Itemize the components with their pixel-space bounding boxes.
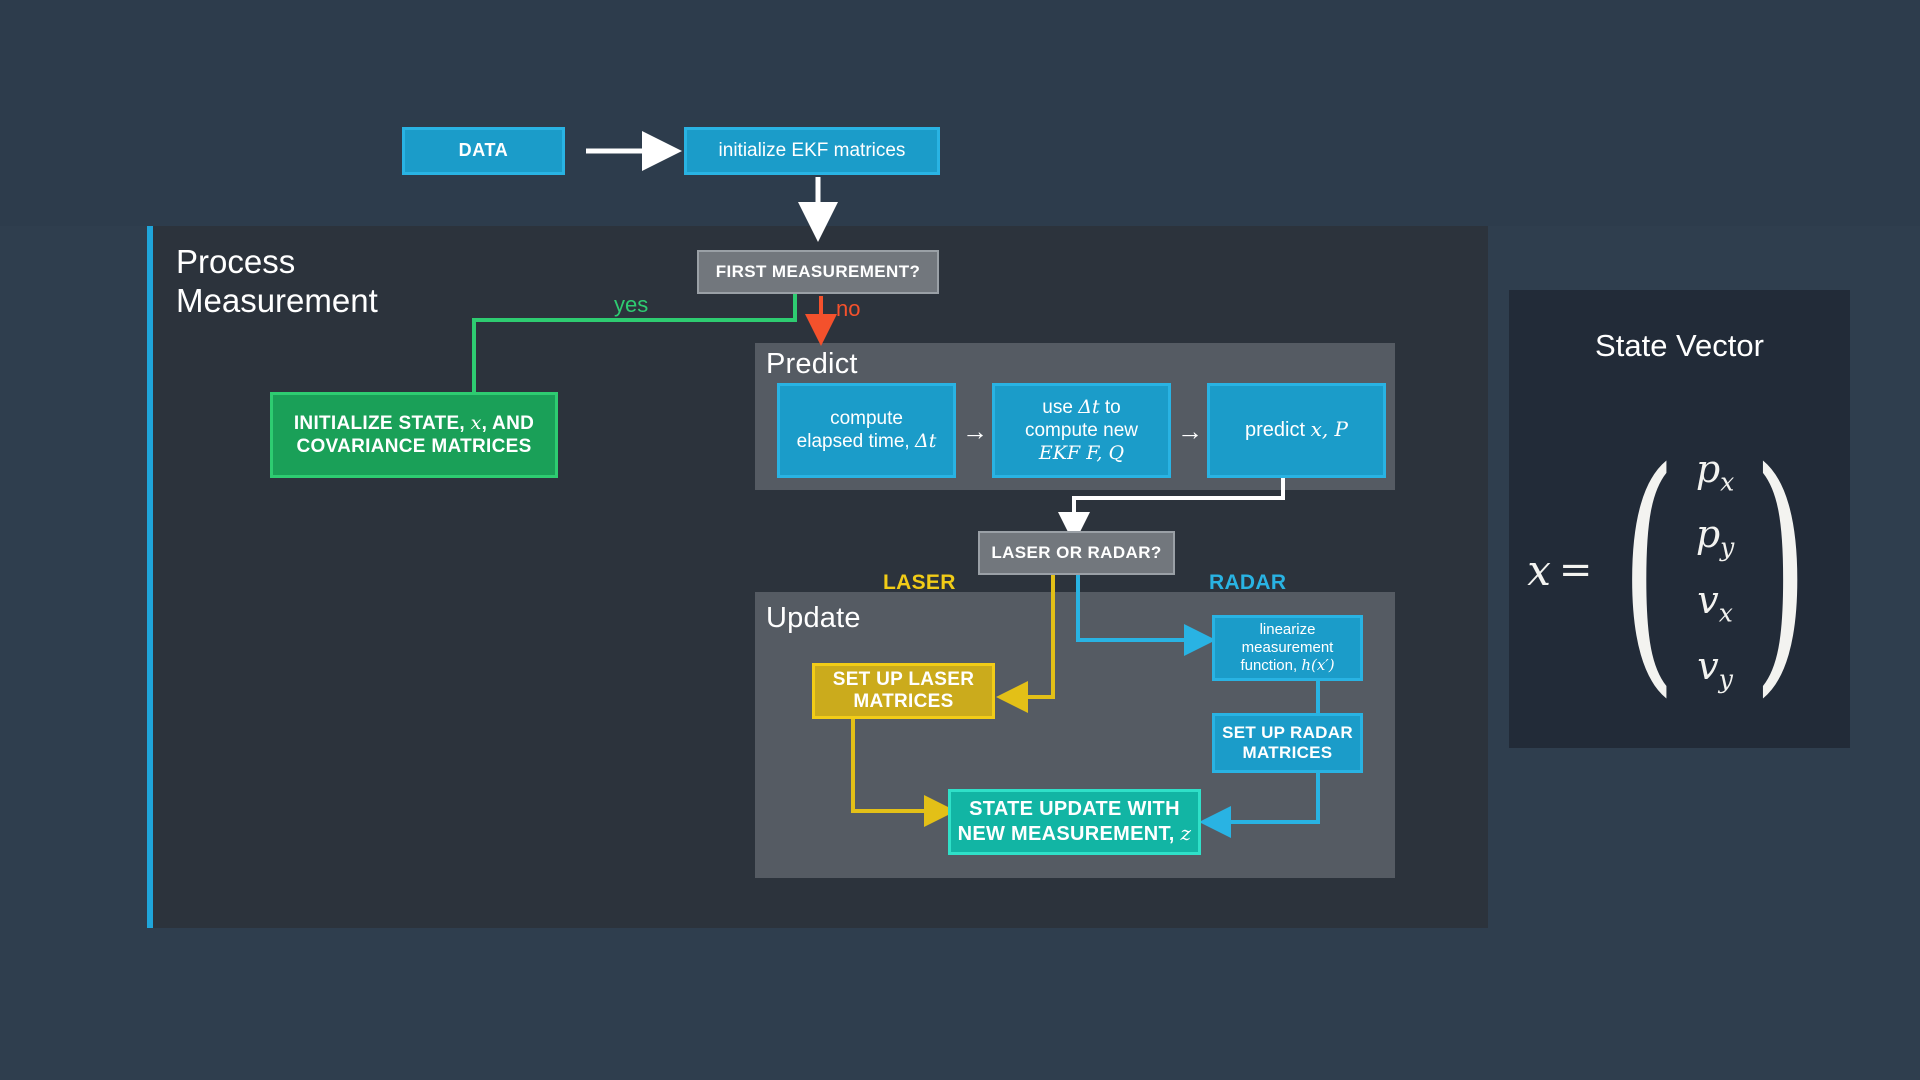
predict-step1-line1: compute (830, 407, 903, 429)
edge-label-no: no (836, 296, 861, 321)
linearize-line3: function, h(x′) (1240, 655, 1335, 675)
linearize-line2: measurement (1241, 639, 1334, 657)
predict-step2-line2: compute new (1024, 419, 1138, 441)
predict-step-compute-elapsed-time[interactable]: compute elapsed time, Δt (777, 383, 956, 478)
edge-label-laser: LASER (883, 571, 956, 594)
predict-step1-line2: elapsed time, Δt (797, 430, 937, 453)
state-vector-right-paren: ) (1753, 418, 1809, 721)
state-update-line2-pre: NEW MEASUREMENT, (957, 822, 1181, 845)
initialize-state-line2: COVARIANCE MATRICES (296, 435, 532, 457)
predict-panel-title: Predict (766, 348, 858, 380)
data-box[interactable]: DATA (402, 127, 565, 175)
first-measurement-decision[interactable]: FIRST MEASUREMENT? (697, 250, 939, 294)
predict-step1-line2-pre: elapsed time, (796, 431, 915, 452)
predict-step3-line1-pre: predict (1244, 419, 1311, 442)
state-vector-left-paren: ( (1621, 418, 1678, 721)
initialize-state-box[interactable]: INITIALIZE STATE, x, AND COVARIANCE MATR… (270, 392, 558, 478)
laser-or-radar-decision[interactable]: LASER OR RADAR? (978, 531, 1175, 575)
process-measurement-accent-bar (147, 226, 153, 928)
state-vector-lhs: x (1527, 545, 1551, 595)
predict-step2-symbol: Δt (1078, 396, 1100, 419)
state-vector-equals: = (1558, 547, 1593, 593)
state-vector-title: State Vector (1595, 328, 1764, 363)
predict-step3-line1: predict x, P (1244, 417, 1349, 443)
predict-arrow-2: → (1173, 415, 1207, 447)
initialize-state-line1-pre: INITIALIZE STATE, (293, 413, 471, 435)
state-vector-components: px py vx vy (1696, 447, 1735, 693)
state-update-line1: STATE UPDATE WITH (969, 797, 1180, 820)
state-vector-equation: x = ( px py vx vy ) (1509, 425, 1850, 715)
linearize-line3-pre: function, (1240, 656, 1302, 674)
arrow-right-icon: → (1177, 415, 1203, 446)
predict-arrow-1: → (958, 415, 992, 447)
arrow-right-icon: → (962, 415, 988, 446)
update-panel-title: Update (766, 602, 861, 634)
predict-step3-symbol: x (1310, 417, 1322, 442)
predict-step-compute-f-q[interactable]: use Δt to compute new EKF F, Q (992, 383, 1171, 478)
predict-step2-line1: use Δt to (1042, 396, 1120, 419)
set-up-radar-matrices-box[interactable]: SET UP RADAR MATRICES (1212, 713, 1363, 773)
initialize-state-line1: INITIALIZE STATE, x, AND (294, 412, 534, 435)
state-update-symbol: z (1180, 820, 1192, 845)
initialize-state-symbol: x (470, 412, 482, 435)
data-box-label: DATA (458, 140, 509, 161)
predict-step2-line1-post: to (1099, 397, 1121, 419)
set-up-laser-line1: SET UP LASER (832, 668, 975, 690)
state-vector-component-vx: vx (1697, 578, 1733, 628)
set-up-radar-line1: SET UP RADAR (1222, 722, 1353, 742)
predict-step-predict-x-p[interactable]: predict x, P (1207, 383, 1386, 478)
edge-label-yes: yes (614, 292, 649, 317)
state-update-line2: NEW MEASUREMENT, z (957, 820, 1192, 847)
set-up-laser-matrices-box[interactable]: SET UP LASER MATRICES (812, 663, 995, 719)
predict-step3-line1-post: , P (1321, 417, 1349, 442)
predict-step1-symbol: Δt (914, 430, 937, 452)
linearize-line1: linearize (1259, 621, 1316, 639)
initialize-state-line1-post: , AND (481, 413, 535, 435)
predict-step2-line1-pre: use (1042, 397, 1079, 419)
process-measurement-title: Process Measurement (176, 243, 496, 321)
state-update-box[interactable]: STATE UPDATE WITH NEW MEASUREMENT, z (948, 789, 1201, 855)
initialize-ekf-matrices-label: initialize EKF matrices (718, 139, 906, 161)
process-measurement-title-line1: Process (176, 243, 296, 280)
state-vector-component-px: px (1695, 446, 1735, 497)
state-vector-card: State Vector x = ( px py vx vy ) (1509, 290, 1850, 748)
set-up-laser-line2: MATRICES (853, 691, 954, 712)
state-vector-component-vy: vy (1697, 643, 1733, 694)
initialize-ekf-matrices-box[interactable]: initialize EKF matrices (684, 127, 940, 175)
top-background-band (0, 0, 1920, 226)
linearize-measurement-function-box[interactable]: linearize measurement function, h(x′) (1212, 615, 1363, 681)
state-vector-component-py: py (1695, 512, 1735, 562)
predict-step2-line3: EKF F, Q (1038, 442, 1125, 465)
edge-label-radar: RADAR (1209, 571, 1287, 594)
set-up-radar-line2: MATRICES (1242, 743, 1333, 762)
linearize-function-symbol: h(x′) (1301, 655, 1335, 674)
first-measurement-label: FIRST MEASUREMENT? (715, 261, 921, 281)
laser-or-radar-label: LASER OR RADAR? (991, 542, 1162, 562)
process-measurement-title-line2: Measurement (176, 281, 378, 319)
